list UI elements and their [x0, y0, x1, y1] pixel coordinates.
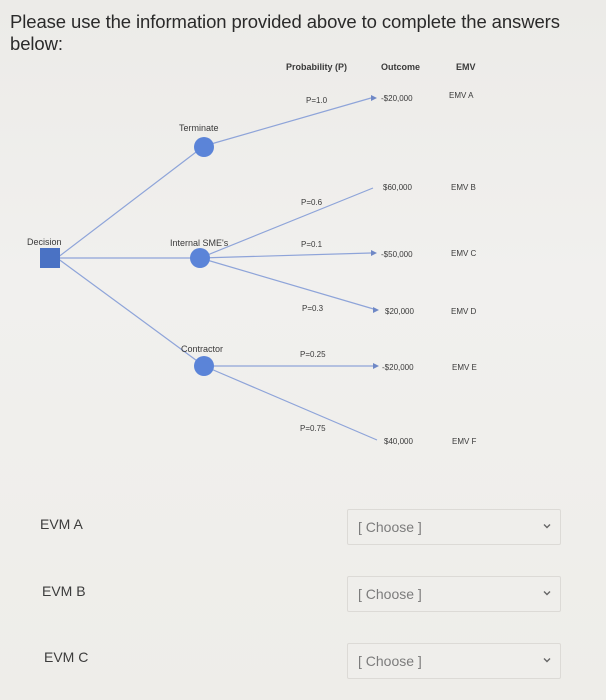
chevron-down-icon [543, 524, 551, 529]
probability-label: P=0.25 [300, 350, 326, 359]
outcome-value: $20,000 [385, 307, 414, 316]
probability-header: Probability (P) [286, 62, 347, 72]
branch-line [203, 365, 378, 441]
arrow-icon [373, 363, 379, 369]
arrow-icon [373, 307, 379, 313]
select-value: [ Choose ] [358, 519, 422, 535]
decision-node-square [40, 248, 60, 268]
outcome-value: -$20,000 [382, 363, 414, 372]
emv-label: EMV D [451, 307, 477, 316]
answer-select-a[interactable]: [ Choose ] [347, 509, 561, 545]
probability-label: P=0.6 [301, 198, 323, 207]
answer-label-c: EVM C [44, 649, 89, 665]
arrow-icon [371, 250, 377, 256]
branch-line [199, 187, 374, 259]
arrow-heads [371, 95, 379, 369]
decision-label: Decision [27, 237, 62, 247]
terminate-node [194, 137, 214, 157]
emv-header: EMV [456, 62, 476, 72]
chevron-down-icon [543, 658, 551, 663]
emv-label: EMV F [452, 437, 477, 446]
outcome-value: $40,000 [384, 437, 413, 446]
internal-sme-label: Internal SME's [170, 238, 229, 248]
branch-line [56, 145, 205, 259]
terminate-label: Terminate [179, 123, 219, 133]
emv-label: EMV B [451, 183, 476, 192]
branch-line [199, 252, 372, 259]
select-value: [ Choose ] [358, 586, 422, 602]
branch-line [199, 257, 378, 311]
arrow-icon [371, 95, 377, 101]
outcome-value: -$20,000 [381, 94, 413, 103]
emv-label: EMV A [449, 91, 474, 100]
tree-branches [56, 97, 378, 441]
answer-label-a: EVM A [40, 516, 83, 532]
outcome-value: -$50,000 [381, 250, 413, 259]
outcome-header: Outcome [381, 62, 420, 72]
answer-select-b[interactable]: [ Choose ] [347, 576, 561, 612]
probability-label: P=1.0 [306, 96, 328, 105]
answer-label-b: EVM B [42, 583, 86, 599]
internal-sme-node [190, 248, 210, 268]
chevron-down-icon [543, 591, 551, 596]
branch-line [56, 257, 205, 367]
contractor-label: Contractor [181, 344, 223, 354]
emv-label: EMV C [451, 249, 477, 258]
probability-label: P=0.3 [302, 304, 324, 313]
probability-label: P=0.1 [301, 240, 323, 249]
decision-tree-diagram: Probability (P) Outcome EMV Decision [27, 62, 477, 446]
branch-line [203, 97, 372, 147]
emv-label: EMV E [452, 363, 477, 372]
outcome-value: $60,000 [383, 183, 412, 192]
probability-label: P=0.75 [300, 424, 326, 433]
select-value: [ Choose ] [358, 653, 422, 669]
contractor-node [194, 356, 214, 376]
question-heading: Please use the information provided abov… [10, 11, 560, 54]
answer-select-c[interactable]: [ Choose ] [347, 643, 561, 679]
